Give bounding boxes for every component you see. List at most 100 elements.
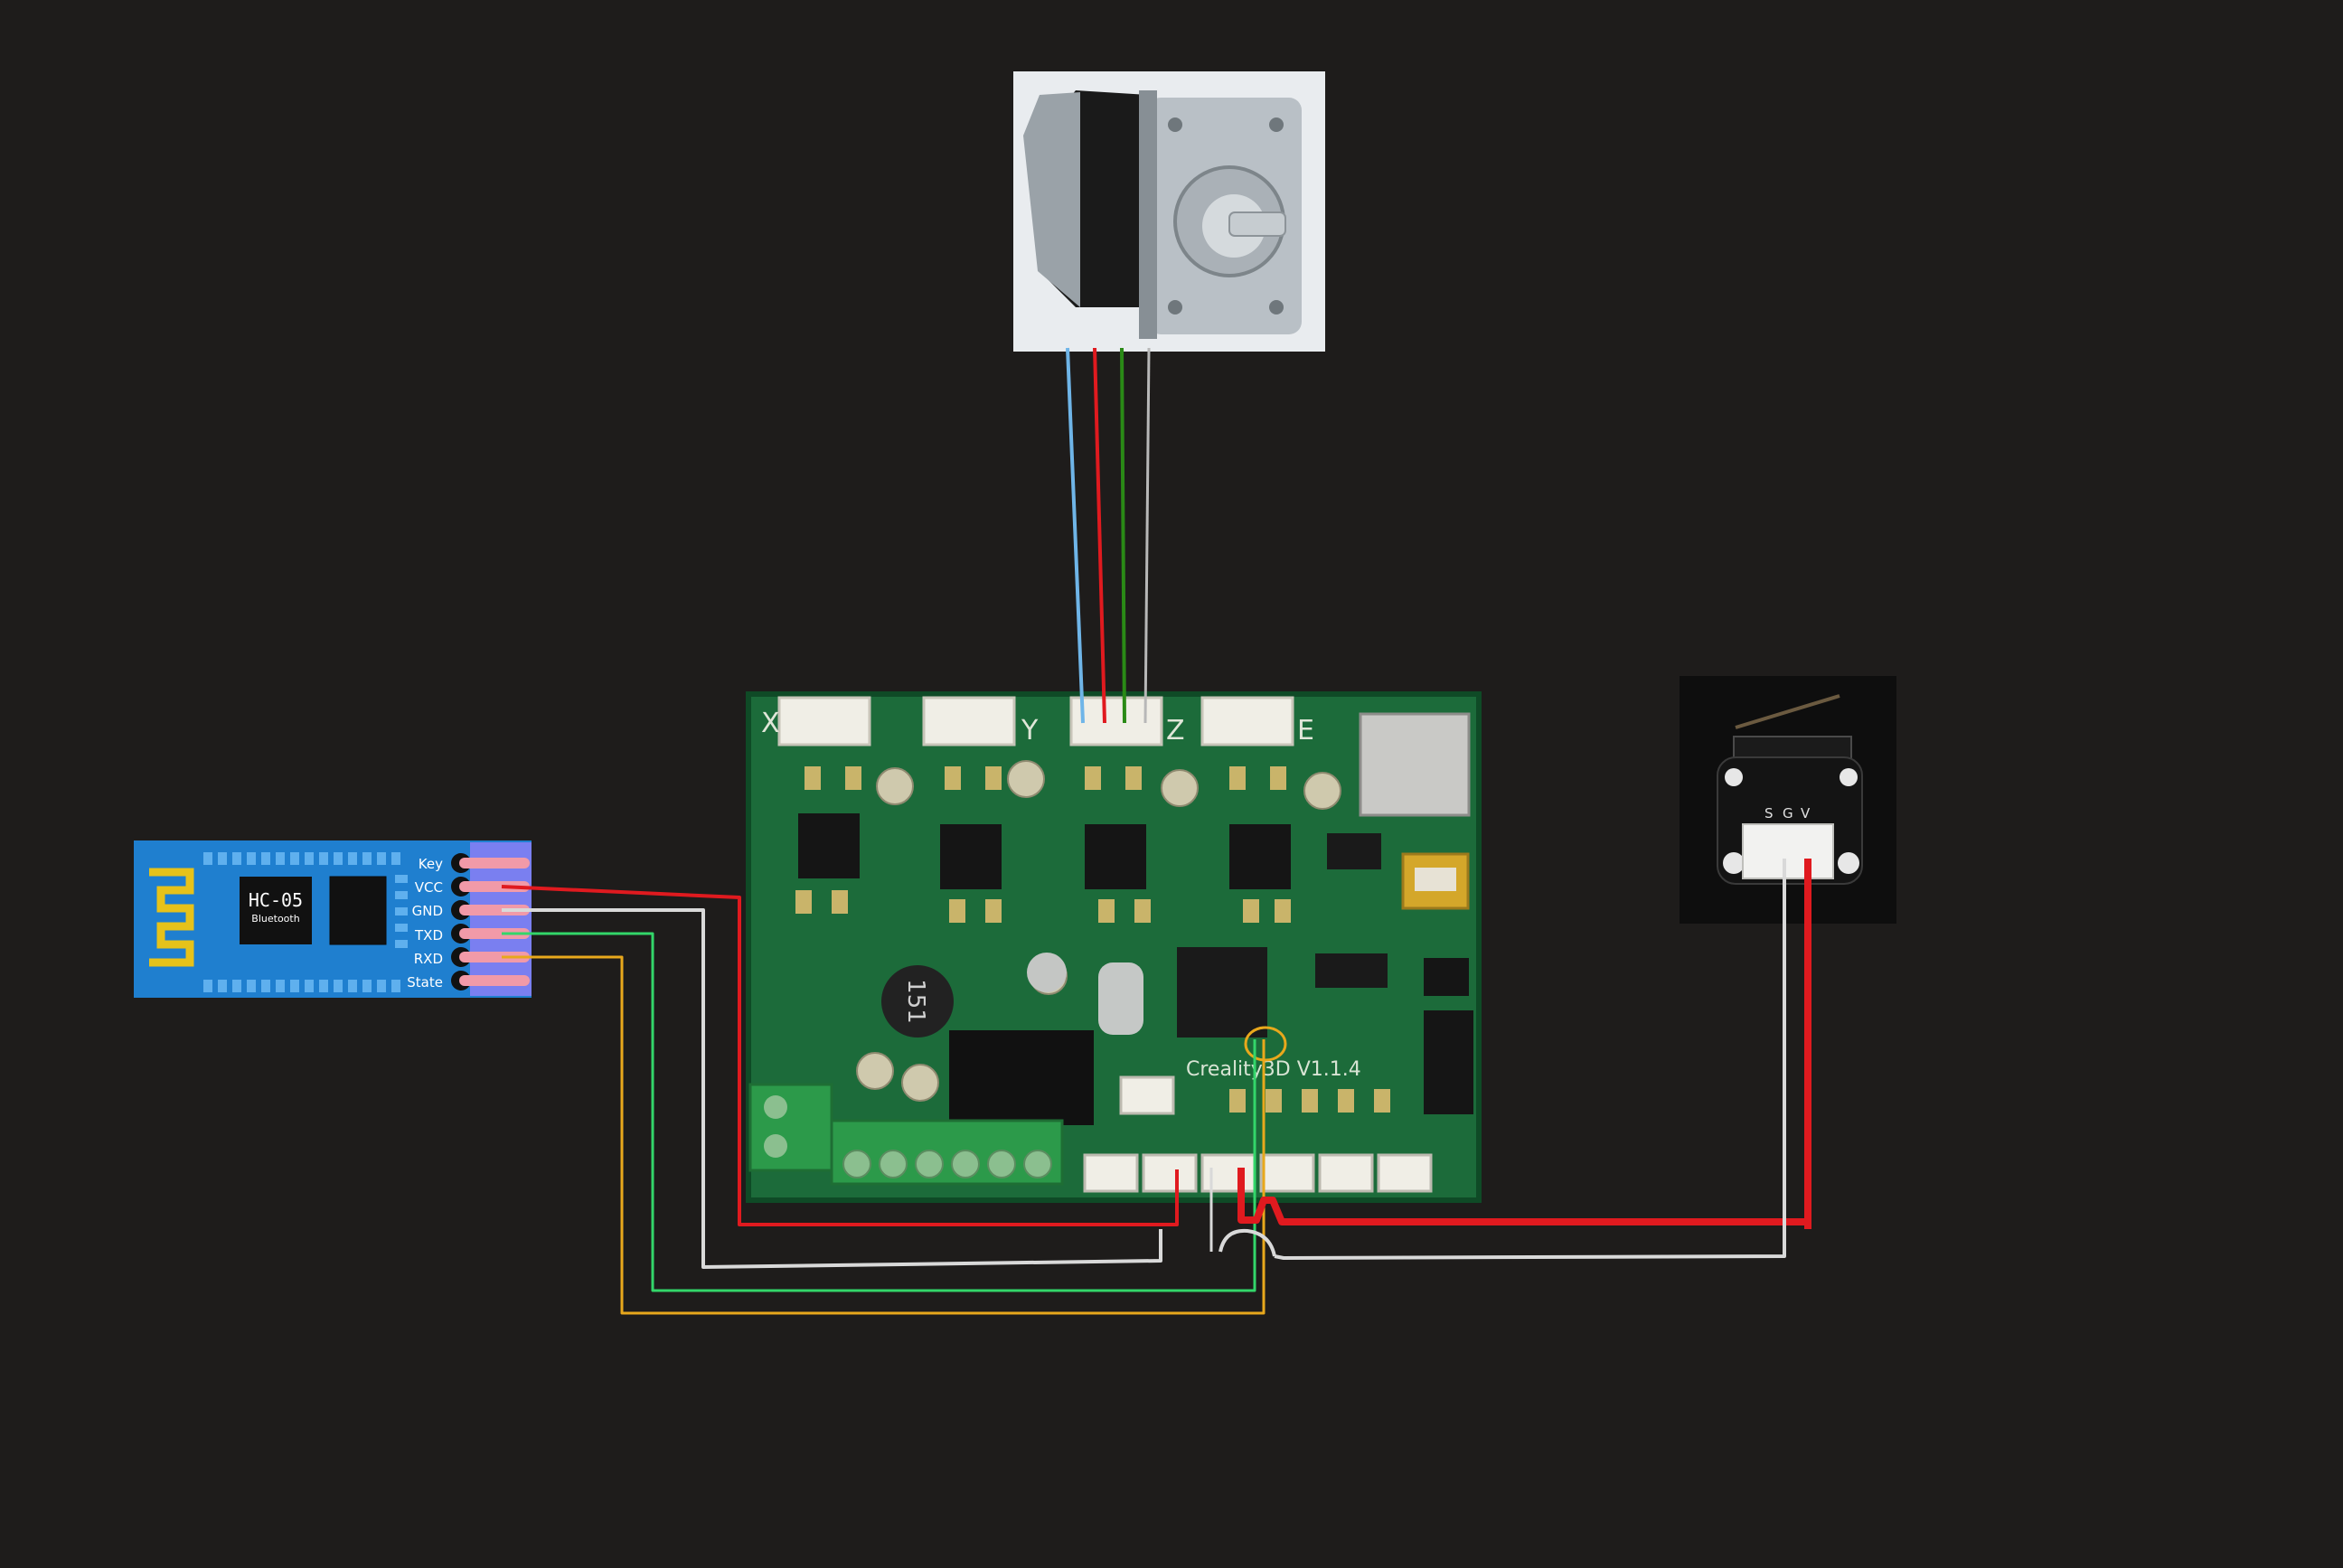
hc05-module: HC-05 Bluetooth Key VCC GND TXD RXD Stat… bbox=[134, 840, 532, 998]
hc05-pad bbox=[348, 980, 357, 992]
terminal-screw bbox=[987, 1150, 1016, 1178]
smd-components bbox=[795, 766, 1390, 1113]
hc05-pad bbox=[218, 852, 227, 865]
bottom-connector-5 bbox=[1318, 1153, 1374, 1193]
smd-part bbox=[985, 899, 1002, 923]
smd-part bbox=[1338, 1089, 1354, 1113]
hc05-antenna bbox=[149, 868, 194, 967]
terminal-screw bbox=[915, 1150, 944, 1178]
hc05-pad bbox=[247, 852, 256, 865]
smd-part bbox=[1374, 1089, 1390, 1113]
hc05-pad bbox=[395, 891, 408, 899]
hc05-pad bbox=[290, 980, 299, 992]
terminal-screw bbox=[1023, 1150, 1052, 1178]
bottom-connector-4 bbox=[1259, 1153, 1315, 1193]
hc05-pad bbox=[319, 852, 328, 865]
smd-part bbox=[1229, 766, 1246, 790]
ic-right-2 bbox=[1327, 833, 1381, 869]
smd-part bbox=[985, 766, 1002, 790]
hc05-pad bbox=[348, 852, 357, 865]
hc05-pin-lead bbox=[459, 975, 530, 986]
axis-label-y: Y bbox=[1021, 715, 1039, 746]
driver-y-heatsink bbox=[940, 824, 1002, 889]
inductor bbox=[881, 965, 954, 1038]
hc05-pad bbox=[203, 980, 212, 992]
capacitor bbox=[876, 767, 914, 805]
smd-part bbox=[1098, 899, 1115, 923]
connector-e-motor bbox=[1200, 696, 1294, 746]
hc05-header-pins bbox=[451, 853, 530, 991]
hc05-pad bbox=[319, 980, 328, 992]
capacitor bbox=[1303, 772, 1341, 810]
hc05-pad bbox=[377, 852, 386, 865]
hc05-pad bbox=[261, 852, 270, 865]
hc05-pad bbox=[334, 852, 343, 865]
driver-x-heatsink bbox=[798, 813, 860, 878]
hc05-pad bbox=[362, 852, 372, 865]
hc05-pad bbox=[362, 980, 372, 992]
wire-endstop-signal bbox=[1237, 1168, 1811, 1229]
wire-motor-green bbox=[1120, 347, 1126, 724]
smd-part bbox=[1243, 899, 1259, 923]
driver-e-heatsink bbox=[1229, 824, 1291, 889]
hc05-pin-lead bbox=[459, 952, 530, 962]
smd-part bbox=[1270, 766, 1286, 790]
smd-part bbox=[1302, 1089, 1318, 1113]
capacitor bbox=[1161, 769, 1199, 807]
hc05-pad bbox=[391, 980, 400, 992]
terminal-screw bbox=[951, 1150, 980, 1178]
endstop-switch: S G V bbox=[1680, 676, 1896, 924]
smd-part bbox=[1275, 899, 1291, 923]
hc05-title: HC-05 bbox=[249, 889, 303, 911]
smd-part bbox=[1125, 766, 1142, 790]
hc05-pad bbox=[232, 980, 241, 992]
axis-label-x: X bbox=[761, 708, 780, 739]
hc05-pin-label-rxd: RXD bbox=[414, 951, 443, 967]
smd-part bbox=[1229, 1089, 1246, 1113]
smd-part bbox=[949, 899, 965, 923]
connector-x-motor bbox=[777, 696, 871, 746]
hc05-pad bbox=[247, 980, 256, 992]
hc05-pin-label-key: Key bbox=[419, 856, 443, 872]
hc05-pad bbox=[290, 852, 299, 865]
endstop-lever bbox=[1735, 694, 1840, 729]
power-terminal-block bbox=[830, 1119, 1064, 1186]
hc05-pad bbox=[276, 852, 285, 865]
hc05-pad bbox=[395, 875, 408, 883]
hc05-pad bbox=[395, 940, 408, 948]
hc05-pin-lead bbox=[459, 928, 530, 939]
hc05-pin-lead bbox=[459, 858, 530, 869]
bottom-connector-1 bbox=[1083, 1153, 1139, 1193]
mcu-chip bbox=[1177, 947, 1267, 1038]
hc05-pad bbox=[203, 852, 212, 865]
driver-z-heatsink bbox=[1085, 824, 1146, 889]
smd-part bbox=[1085, 766, 1101, 790]
hc05-chip-main bbox=[240, 877, 312, 944]
hc05-pin-label-vcc: VCC bbox=[415, 879, 443, 896]
capacitor bbox=[1007, 760, 1045, 798]
wire-hc05-vcc bbox=[501, 885, 1179, 1226]
mainboard-pcb bbox=[748, 694, 1479, 1200]
hc05-pad bbox=[218, 980, 227, 992]
hc05-pad bbox=[276, 980, 285, 992]
hc05-pad bbox=[305, 852, 314, 865]
stepper-motor bbox=[1013, 71, 1325, 352]
smd-part bbox=[1266, 1089, 1282, 1113]
bottom-connector-2 bbox=[1142, 1153, 1198, 1193]
wire-hc05-txd bbox=[502, 932, 1256, 1292]
hc05-pin-label-state: State bbox=[407, 974, 443, 991]
smd-part bbox=[945, 766, 961, 790]
smd-part bbox=[845, 766, 861, 790]
highlight-circle bbox=[1244, 1026, 1287, 1062]
capacitor bbox=[901, 1064, 939, 1102]
smd-part bbox=[1134, 899, 1151, 923]
board-label: Creality3D V1.1.4 bbox=[1186, 1058, 1361, 1081]
power-terminal-small bbox=[748, 1083, 833, 1172]
inductor-label: 151 bbox=[902, 979, 929, 1024]
bottom-connectors bbox=[1083, 1153, 1433, 1193]
hc05-pin-label-gnd: GND bbox=[412, 903, 443, 919]
hc05-pad bbox=[261, 980, 270, 992]
power-heatsink bbox=[949, 1030, 1094, 1125]
crystal-oscillator bbox=[1098, 962, 1143, 1035]
hc05-subtitle: Bluetooth bbox=[251, 913, 299, 925]
